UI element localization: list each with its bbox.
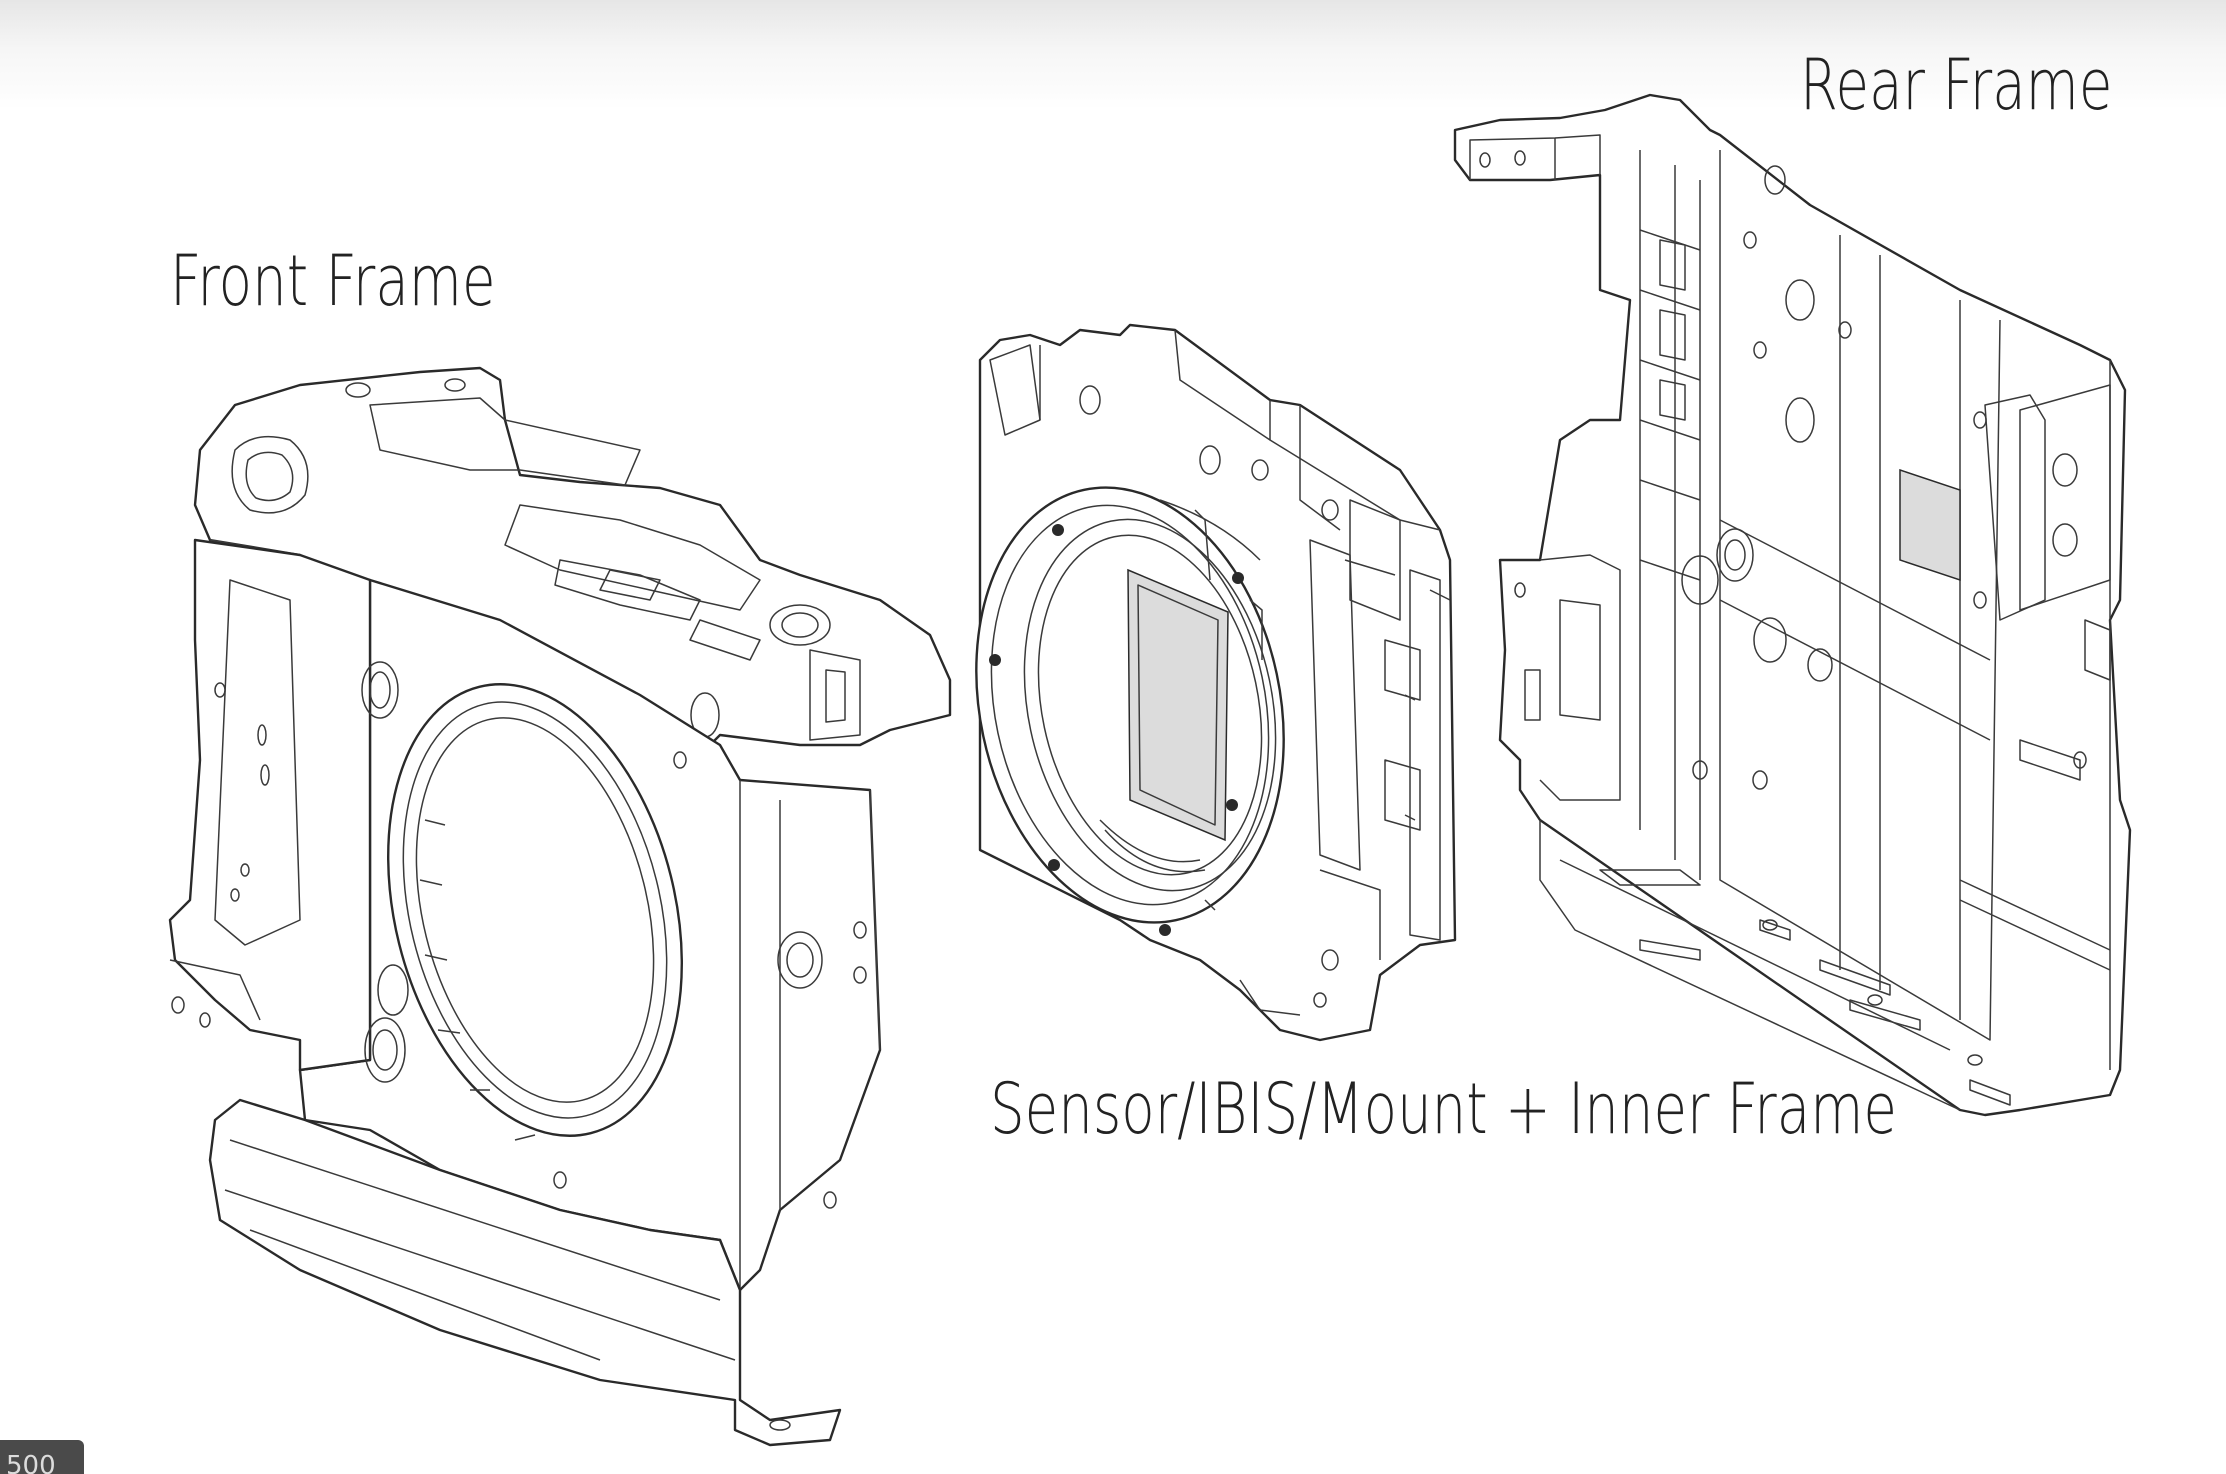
sensor-assembly-label: Sensor/IBIS/Mount + Inner Frame [990,1068,1897,1150]
rear-frame-label: Rear Frame [1800,44,2113,126]
front-frame-drawing [168,366,952,1447]
top-shade [0,0,2226,110]
front-frame-label: Front Frame [170,240,496,322]
sensor-assembly-drawing [975,323,1457,1042]
corner-badge: 500 [0,1440,84,1474]
rear-frame-drawing [1453,93,2132,1117]
